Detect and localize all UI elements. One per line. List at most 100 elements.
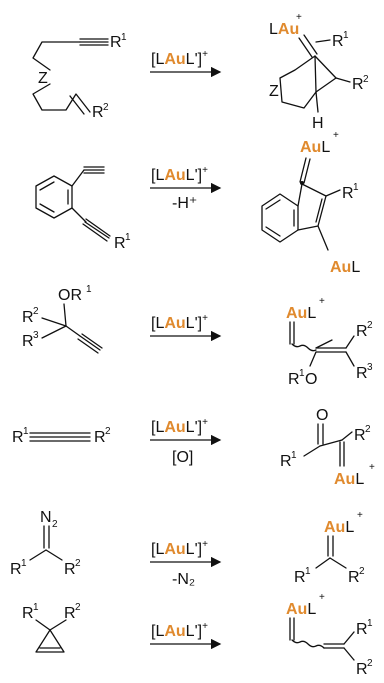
arrow-3: [LAuL']+ xyxy=(150,313,222,342)
svg-text:R: R xyxy=(348,569,360,586)
svg-text:2: 2 xyxy=(75,558,81,569)
product-4-alpha-oxo-carbene: O R 1 R 2 AuL + xyxy=(280,407,375,488)
svg-text:+: + xyxy=(319,296,325,307)
svg-text:+: + xyxy=(319,592,325,603)
svg-text:R: R xyxy=(356,323,368,340)
product-5-gold-carbene: AuL + R 1 R 2 xyxy=(294,510,365,586)
h-label: H xyxy=(312,115,324,132)
r1-label-p2: R xyxy=(342,185,354,202)
or-label: OR xyxy=(58,287,82,304)
condition-minus-n2: -N₂ xyxy=(172,571,195,588)
svg-text:2: 2 xyxy=(33,306,39,317)
svg-text:1: 1 xyxy=(305,566,311,577)
svg-text:[LAuL']+: [LAuL']+ xyxy=(151,539,208,558)
svg-text:AuL: AuL xyxy=(330,259,360,276)
svg-text:1: 1 xyxy=(353,182,359,193)
svg-text:R: R xyxy=(294,569,306,586)
svg-text:2: 2 xyxy=(363,74,369,85)
arrow-5: [LAuL']+ -N₂ xyxy=(150,539,222,588)
reactant-6-cyclopropene: R 1 R 2 xyxy=(22,602,81,653)
reaction-5: N 2 R 1 R 2 [LAuL']+ -N₂ AuL + R 1 R 2 xyxy=(10,509,365,588)
svg-text:2: 2 xyxy=(75,602,81,613)
svg-text:[LAuL']+: [LAuL']+ xyxy=(151,313,208,332)
svg-text:O: O xyxy=(305,371,317,388)
svg-text:R: R xyxy=(280,453,292,470)
arrow-1: [LAuL']+ xyxy=(150,49,222,78)
reactant-2-diyne: R 1 xyxy=(35,166,131,252)
svg-text:R: R xyxy=(22,309,34,326)
product-3-vinyl-carbene: AuL + R 2 R 3 R 1 O xyxy=(286,296,373,388)
svg-text:[LAuL']+: [LAuL']+ xyxy=(151,417,208,436)
condition-oxidant: [O] xyxy=(172,449,193,466)
svg-text:2: 2 xyxy=(105,426,111,437)
svg-text:R: R xyxy=(356,661,368,678)
svg-text:R: R xyxy=(64,605,76,622)
condition-minus-h: -H⁺ xyxy=(172,195,197,212)
svg-text:1: 1 xyxy=(21,558,27,569)
svg-text:LAu: LAu xyxy=(269,21,299,38)
r2-label: R xyxy=(92,104,104,121)
svg-text:R: R xyxy=(22,605,34,622)
product-6-vinyl-carbene: AuL + R 1 R 2 xyxy=(286,592,373,678)
svg-text:+: + xyxy=(357,510,363,521)
svg-text:R: R xyxy=(64,561,76,578)
svg-text:3: 3 xyxy=(367,362,373,373)
svg-text:+: + xyxy=(333,130,339,141)
reactant-1-enyne: Z R 1 R 2 xyxy=(32,32,127,121)
svg-text:R: R xyxy=(94,429,106,446)
z-label: Z xyxy=(38,70,48,87)
svg-text:AuL: AuL xyxy=(300,139,330,156)
svg-text:O: O xyxy=(316,407,328,424)
svg-text:AuL: AuL xyxy=(286,305,316,322)
reaction-1: Z R 1 R 2 [LAuL']+ LAu + R 1 R 2 H xyxy=(32,12,369,132)
svg-text:1: 1 xyxy=(291,450,297,461)
svg-text:1: 1 xyxy=(367,618,373,629)
z-label-p1: Z xyxy=(269,83,279,100)
charge-1: + xyxy=(296,12,302,23)
svg-text:[LAuL']+: [LAuL']+ xyxy=(151,49,208,68)
arrow-4: [LAuL']+ [O] xyxy=(150,417,222,466)
arrow-6: [LAuL']+ xyxy=(150,621,222,650)
svg-text:AuL: AuL xyxy=(334,471,364,488)
svg-text:2: 2 xyxy=(359,566,365,577)
product-1-bicyclic-carbene: LAu + R 1 R 2 H Z xyxy=(269,12,369,132)
reaction-6: R 1 R 2 [LAuL']+ AuL + R 1 R 2 xyxy=(22,592,373,678)
svg-text:R: R xyxy=(22,333,34,350)
svg-text:R: R xyxy=(356,365,368,382)
reactant-4-alkyne: R 1 R 2 xyxy=(12,426,111,446)
svg-text:1: 1 xyxy=(343,30,349,41)
r1-sup: 1 xyxy=(121,32,127,43)
product-2-indene-vinylidene: AuL + R 1 AuL xyxy=(261,130,360,276)
reactant-5-diazo: N 2 R 1 R 2 xyxy=(10,509,81,578)
reactant-3-propargyl-ether: OR 1 R 2 R 3 xyxy=(22,284,103,354)
svg-text:[LAuL']+: [LAuL']+ xyxy=(151,621,208,640)
svg-text:AuL: AuL xyxy=(324,519,354,536)
reaction-2: R 1 [LAuL']+ -H⁺ AuL + R 1 AuL xyxy=(35,130,360,276)
svg-text:R: R xyxy=(354,427,366,444)
r1-label-p1: R xyxy=(332,33,344,50)
svg-text:R: R xyxy=(12,429,24,446)
svg-text:2: 2 xyxy=(52,519,58,530)
svg-text:1: 1 xyxy=(33,602,39,613)
arrow-2: [LAuL']+ -H⁺ xyxy=(150,165,222,212)
svg-text:2: 2 xyxy=(367,658,373,669)
svg-text:+: + xyxy=(369,462,375,473)
reaction-3: OR 1 R 2 R 3 [LAuL']+ AuL + xyxy=(22,284,373,388)
r1-label: R xyxy=(110,34,122,51)
svg-text:1: 1 xyxy=(299,368,305,379)
svg-text:[LAuL']+: [LAuL']+ xyxy=(151,165,208,184)
svg-text:2: 2 xyxy=(365,424,371,435)
svg-text:3: 3 xyxy=(33,330,39,341)
svg-text:R: R xyxy=(356,621,368,638)
svg-text:1: 1 xyxy=(23,426,29,437)
svg-text:2: 2 xyxy=(367,320,373,331)
r2-label-p1: R xyxy=(352,76,364,93)
svg-text:1: 1 xyxy=(125,232,131,243)
svg-text:AuL: AuL xyxy=(286,601,316,618)
svg-text:1: 1 xyxy=(86,284,92,295)
reaction-4: R 1 R 2 [LAuL']+ [O] O R 1 R 2 AuL xyxy=(12,407,375,488)
r2-sup: 2 xyxy=(103,102,109,113)
svg-text:R: R xyxy=(10,561,22,578)
